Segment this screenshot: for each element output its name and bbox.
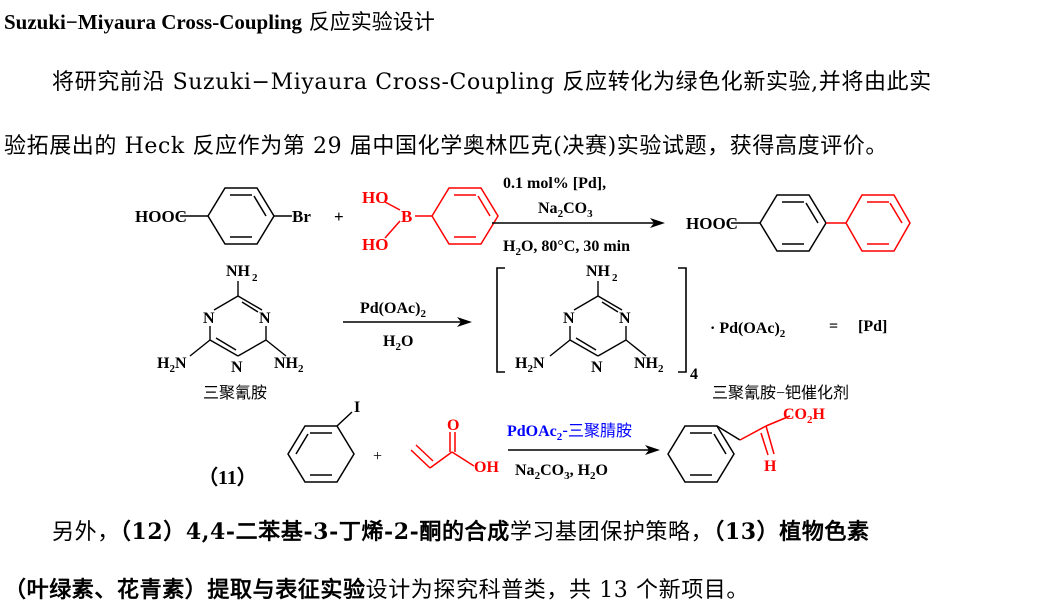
svg-text:2: 2 [612,272,618,284]
r1-condition-top: 0.1 mol% [Pd], [503,175,606,192]
svg-text:NH2: NH2 [274,355,304,375]
product-h: H [764,458,777,475]
reaction-3: （11） I + O OH PdOAc2-三聚腈胺 [198,399,826,489]
svg-text:N: N [563,310,575,327]
r1-condition-bottom: H2O, 80°C, 30 min [503,238,630,258]
r1-plus: + [334,207,344,226]
p2-text-e: 丁烯 [338,519,385,545]
svg-text:NH: NH [586,263,611,280]
p2-text-f: -2- [384,519,420,545]
equals-sign: = [829,318,838,335]
iodine-label: I [354,399,360,416]
p2-line2-a: （叶绿素、花青素）提取与表征实验 [4,577,366,603]
melamine-left: NH 2 N N N H2N NH2 三聚氰胺 [157,263,304,402]
p2-text-a: 另外， [52,520,120,545]
paragraph1-line2: 验拓展出的 Heck 反应作为第 29 届中国化学奥林匹克(决赛)实验试题，获得… [4,134,888,159]
svg-text:H2N: H2N [515,355,545,375]
r1-br-label: Br [292,207,311,226]
r1-condition-base: Na2CO3 [538,200,593,220]
svg-text:N: N [231,359,243,376]
carbonyl-oxygen: O [447,417,459,434]
pd-label: [Pd] [858,318,887,335]
svg-text:NH: NH [226,263,251,280]
r2-condition-bottom: H2O [383,333,413,353]
r3-plus: + [373,448,382,465]
product-hooc-label: HOOC [686,214,738,233]
p2-text-h: 学习基团保护策略， [509,520,714,545]
melamine-label: 三聚氰胺 [203,384,267,402]
catalyst-label: 三聚氰胺−钯催化剂 [712,384,849,402]
boronic-ho-top: HO [362,188,388,207]
r3-condition-bottom: Na2CO3, H2O [515,462,608,482]
title-bold: Suzuki−Miyaura Cross-Coupling [4,10,303,34]
bracket-subscript: 4 [690,366,698,383]
reaction-2: NH 2 N N N H2N NH2 三聚氰胺 [157,263,887,402]
acrylic-acid: O OH [410,417,499,476]
reaction-1: HOOC Br + HO B HO [135,175,911,258]
hydroxyl-label: OH [474,459,499,476]
r2-condition-top: Pd(OAc)2 [360,300,426,320]
r1-benzene-ring [207,187,275,245]
pd-oac-label: · Pd(OAc)2 [710,320,786,340]
p2-text-i: （13）植物色素 [713,519,870,545]
p2-text-g: 酮的合成 [419,519,510,545]
boronic-b: B [401,207,412,226]
compound-number-11: （11） [198,466,257,489]
title-rest: 反应实验设计 [302,10,435,34]
p2-text-b: （12）4,4- [119,519,236,545]
paragraph2-line2: （叶绿素、花青素）提取与表征实验设计为探究科普类，共 13 个新项目。 [4,572,749,604]
section-title: Suzuki−Miyaura Cross-Coupling 反应实验设计 [4,6,435,36]
svg-text:N: N [591,359,603,376]
product-co2h: CO2H [783,406,826,426]
p2-text-d: -3- [303,519,339,545]
svg-text:H2N: H2N [157,355,187,375]
r3-condition-top: PdOAc2-三聚腈胺 [507,421,632,443]
svg-text:N: N [619,310,631,327]
paragraph2-line1: 另外，（12）4,4-二苯基-3-丁烯-2-酮的合成学习基团保护策略，（13）植… [52,514,870,546]
svg-text:2: 2 [252,272,258,284]
svg-text:N: N [203,310,215,327]
phenylboronic-acid: HO B HO [362,187,499,254]
reaction-scheme: HOOC Br + HO B HO [135,175,911,489]
p2-line2-b: 设计为探究科普类，共 13 个新项目。 [365,578,749,603]
bracket [496,267,687,373]
paragraph1-line1: 将研究前沿 Suzuki−Miyaura Cross-Coupling 反应转化… [52,70,932,95]
r1-hooc-label: HOOC [135,207,187,226]
boronic-ho-bottom: HO [362,235,388,254]
p2-text-c: 二苯基 [235,519,304,545]
svg-text:NH2: NH2 [634,355,664,375]
biphenyl-product [731,194,911,252]
svg-text:N: N [259,310,271,327]
iodobenzene [287,411,355,483]
melamine-right: NH 2 N N N H2N NH2 [515,263,664,376]
cinnamic-acid-product [667,415,791,483]
